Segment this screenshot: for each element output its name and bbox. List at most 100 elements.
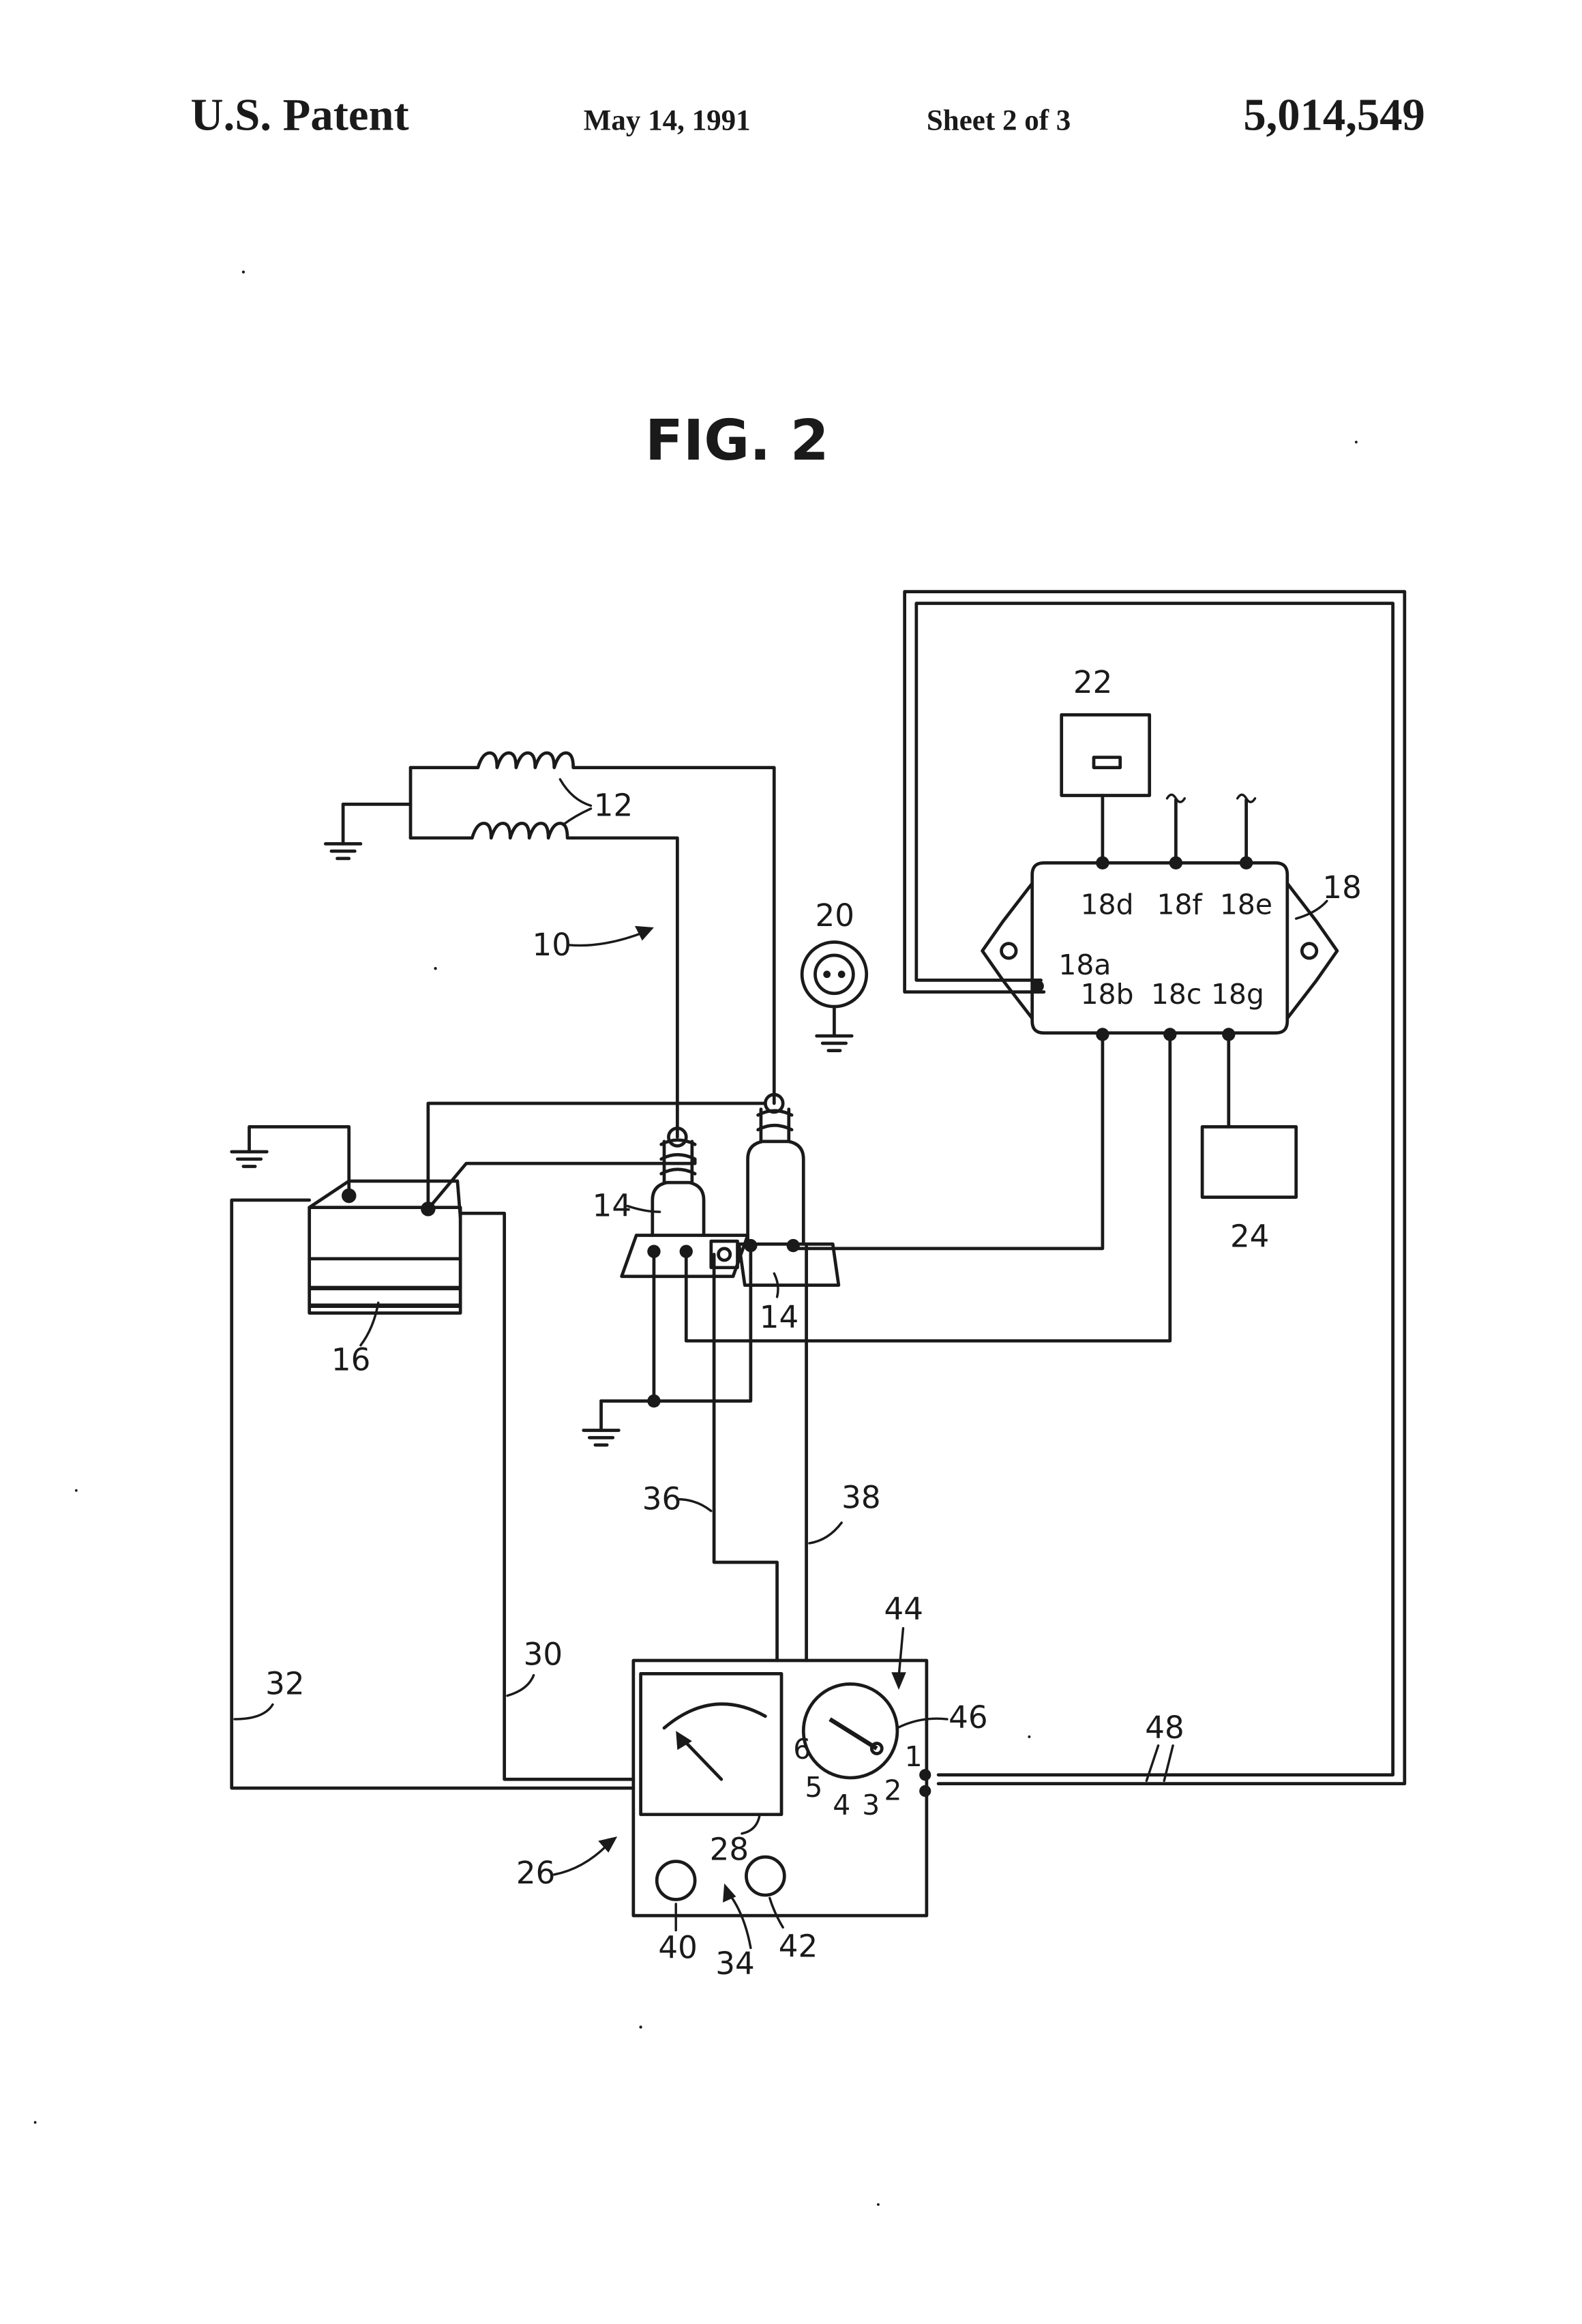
node-14-right-b [786,1238,800,1253]
header-sheet: Sheet 2 of 3 [927,104,1071,136]
arrowhead-34 [723,1883,736,1903]
wire-battery-pos-b [426,1157,697,1211]
ignition-14-left-body [651,1180,706,1237]
lead-18f-squiggle [1165,793,1186,803]
label-18c: 18c [1151,978,1202,1011]
ignition-14-left-cap [667,1127,688,1148]
label-46: 46 [949,1699,987,1735]
selector-position-1: 1 [905,1740,923,1773]
wire-coil-ground-bus [652,1244,753,1403]
label-26: 26 [516,1855,555,1891]
lead-18e-squiggle [1236,793,1257,803]
wire-18c-to-coil [684,1032,1172,1343]
label-16: 16 [331,1341,370,1377]
node-tester-48-lower [919,1785,931,1798]
label-18d: 18d [1081,889,1134,921]
ignition-14-right-body [746,1139,805,1246]
component-20-pin-right [837,970,846,979]
label-30: 30 [524,1636,563,1672]
selector-46-hub [869,1742,884,1755]
component-20-outer [800,940,869,1009]
label-22: 22 [1073,664,1112,700]
wire-48-inner [914,601,1394,1777]
component-22-slot [1092,756,1122,769]
label-18f: 18f [1156,889,1203,921]
label-14-left: 14 [593,1188,631,1224]
meter-28-scale [662,1702,767,1730]
ignition-14-bracket [709,1239,739,1270]
label-44: 44 [884,1591,923,1627]
leader-14-right [773,1272,779,1298]
arrowhead-26 [598,1836,618,1853]
ignition-14-right-plate [737,1242,841,1287]
leader-30 [506,1673,535,1697]
label-14-right: 14 [760,1299,799,1335]
node-tester-48-upper [919,1769,931,1781]
leader-16 [359,1301,380,1347]
wire-battery-pos-a [426,1101,767,1211]
selector-46-pointer [829,1717,878,1751]
wire-battery-ground [248,1125,351,1197]
label-24: 24 [1230,1219,1269,1255]
leader-32 [233,1703,274,1720]
label-20: 20 [815,897,854,934]
regulator-18-right-ear [1285,882,1339,1020]
leader-12 [558,778,593,826]
ground-symbol-coils [323,803,363,861]
wire-30 [458,1211,636,1781]
label-18g: 18g [1211,978,1264,1011]
wire-48-outer [903,590,1407,1786]
selector-position-3: 3 [862,1789,880,1821]
label-40: 40 [658,1930,697,1966]
selector-position-2: 2 [884,1774,902,1806]
component-20-pin-left [823,970,831,979]
tester-button-40 [655,1860,697,1901]
label-32: 32 [265,1666,304,1702]
figure-title: FIG. 2 [645,408,829,473]
leader-28 [741,1815,761,1835]
component-24-box [1200,1125,1298,1199]
label-18b: 18b [1081,978,1134,1011]
wire-32 [230,1198,636,1790]
tester-button-42 [745,1855,786,1897]
scan-specks [33,270,1358,2206]
meter-28-window [639,1672,783,1817]
leader-10 [567,930,646,947]
wire-36 [712,1253,779,1663]
arrowhead-10 [635,925,654,941]
regulator-18-right-hole [1300,942,1319,960]
coil-12-lower [408,821,679,1139]
selector-position-5: 5 [805,1771,822,1804]
ground-symbol-coils-lower [582,1429,621,1447]
ground-symbol-20 [815,1034,854,1052]
leader-44 [897,1627,905,1678]
label-48: 48 [1145,1710,1184,1746]
meter-28-needle [680,1736,723,1781]
selector-position-4: 4 [833,1789,850,1821]
battery-16-top [308,1179,462,1220]
selector-position-6: 6 [793,1733,811,1766]
leader-26 [553,1844,608,1876]
meter-28-needle-tip [676,1731,692,1751]
label-10: 10 [533,927,571,963]
label-36: 36 [642,1481,681,1517]
component-20-inner [814,953,855,996]
label-28: 28 [710,1831,749,1867]
header-date: May 14, 1991 [584,104,751,136]
label-18e: 18e [1220,889,1272,921]
ignition-14-right-tower [756,1107,794,1144]
label-34: 34 [715,1946,754,1982]
header-patent: U.S. Patent [191,90,409,140]
leader-14-left [626,1204,661,1213]
label-12: 12 [594,788,633,824]
header-patent-number: 5,014,549 [1243,90,1425,140]
ground-symbol-battery [230,1150,269,1168]
ignition-14-left-plate [620,1234,749,1279]
regulator-18-body [1030,861,1289,1035]
leader-38 [808,1521,843,1545]
label-18: 18 [1322,869,1361,906]
ignition-14-bracket-hole [717,1247,732,1262]
component-22-box [1060,713,1152,797]
node-18a [1032,980,1044,992]
